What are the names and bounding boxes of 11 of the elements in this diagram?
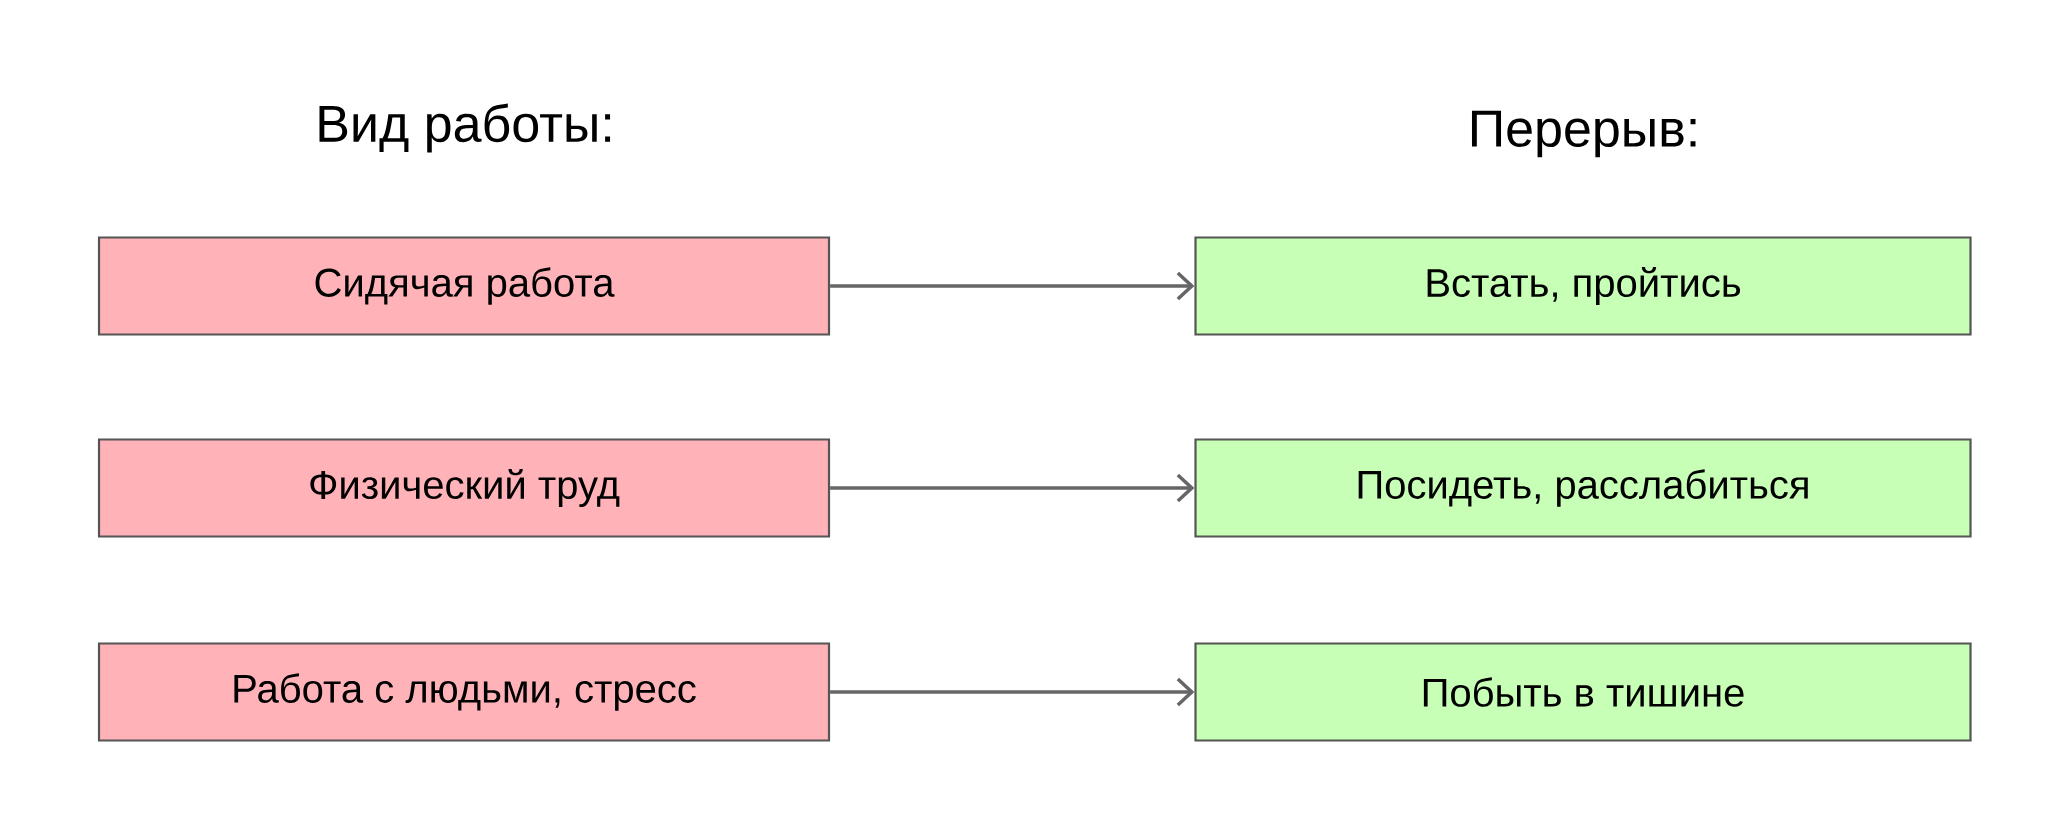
column-heading: Вид работы: [319, 103, 611, 153]
arrow [830, 271, 1195, 301]
arrow [830, 473, 1195, 503]
process-box: Побыть в тишине [1194, 642, 1972, 742]
process-box: Физический труд [97, 438, 831, 538]
process-box: Встать, пройтись [1194, 236, 1972, 336]
arrow [830, 677, 1195, 707]
column-heading: Перерыв: [1472, 110, 1696, 158]
process-box: Сидячая работа [97, 236, 831, 336]
process-box: Посидеть, расслабиться [1194, 438, 1972, 538]
process-box: Работа с людьми, стресс [97, 642, 831, 742]
